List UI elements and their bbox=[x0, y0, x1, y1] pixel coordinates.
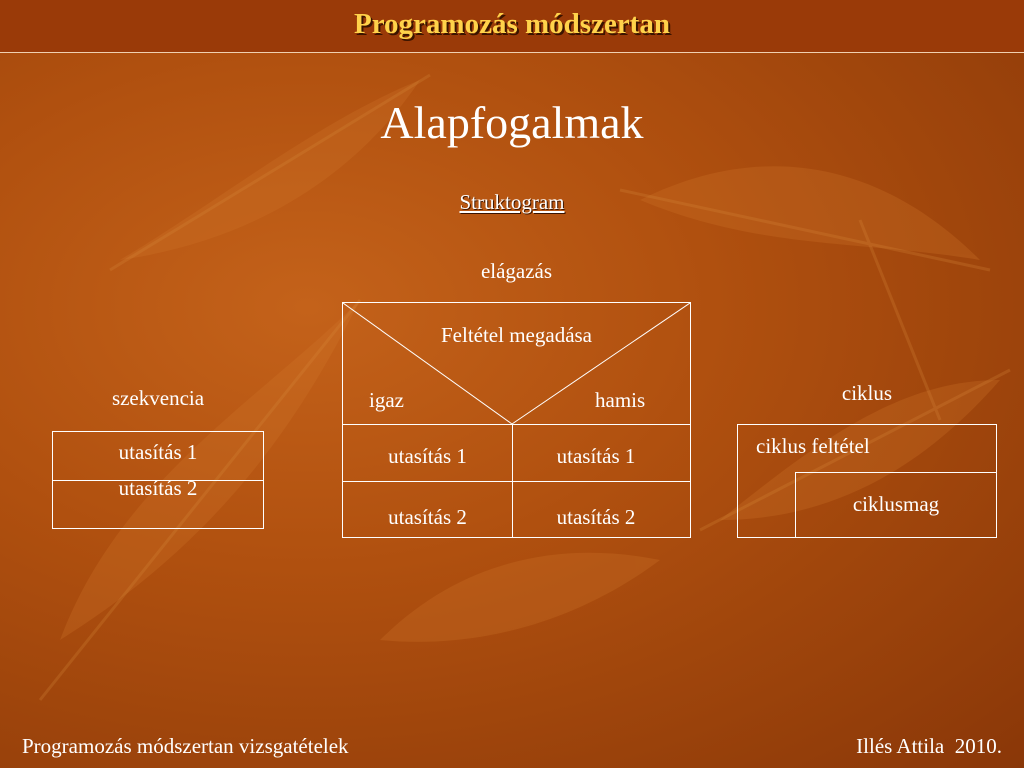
sequence-structogram: utasítás 1 utasítás 2 bbox=[52, 431, 264, 529]
loop-structogram: ciklus feltétel ciklusmag bbox=[737, 424, 997, 538]
header-title: Programozás módszertan bbox=[354, 8, 670, 40]
branch-true-label: igaz bbox=[369, 388, 404, 412]
branch-false-item-2: utasítás 2 bbox=[556, 505, 636, 529]
loop-label: ciklus bbox=[841, 381, 893, 405]
sequence-item-1: utasítás 1 bbox=[118, 440, 198, 464]
sequence-label: szekvencia bbox=[111, 386, 205, 410]
branch-true-item-1: utasítás 1 bbox=[388, 444, 467, 468]
branch-structogram: Feltétel megadása igaz hamis utasítás 1 … bbox=[342, 302, 691, 538]
loop-body: ciklusmag bbox=[852, 492, 940, 516]
slide-subtitle: Struktogram bbox=[459, 190, 565, 214]
branch-false-label: hamis bbox=[595, 388, 646, 412]
footer-course-title: Programozás módszertan vizsgatételek bbox=[22, 734, 349, 758]
branch-false-item-1: utasítás 1 bbox=[556, 444, 636, 468]
branch-label: elágazás bbox=[480, 259, 553, 283]
sequence-item-2: utasítás 2 bbox=[118, 476, 198, 500]
branch-condition-triangle bbox=[343, 303, 690, 425]
footer-author: Illés Attila 2010. bbox=[856, 734, 1002, 758]
branch-condition: Feltétel megadása bbox=[440, 323, 593, 347]
loop-condition: ciklus feltétel bbox=[756, 434, 870, 458]
branch-true-item-2: utasítás 2 bbox=[388, 505, 467, 529]
header-bar: Programozás módszertan bbox=[0, 0, 1024, 53]
slide-title: Alapfogalmak bbox=[380, 97, 644, 148]
